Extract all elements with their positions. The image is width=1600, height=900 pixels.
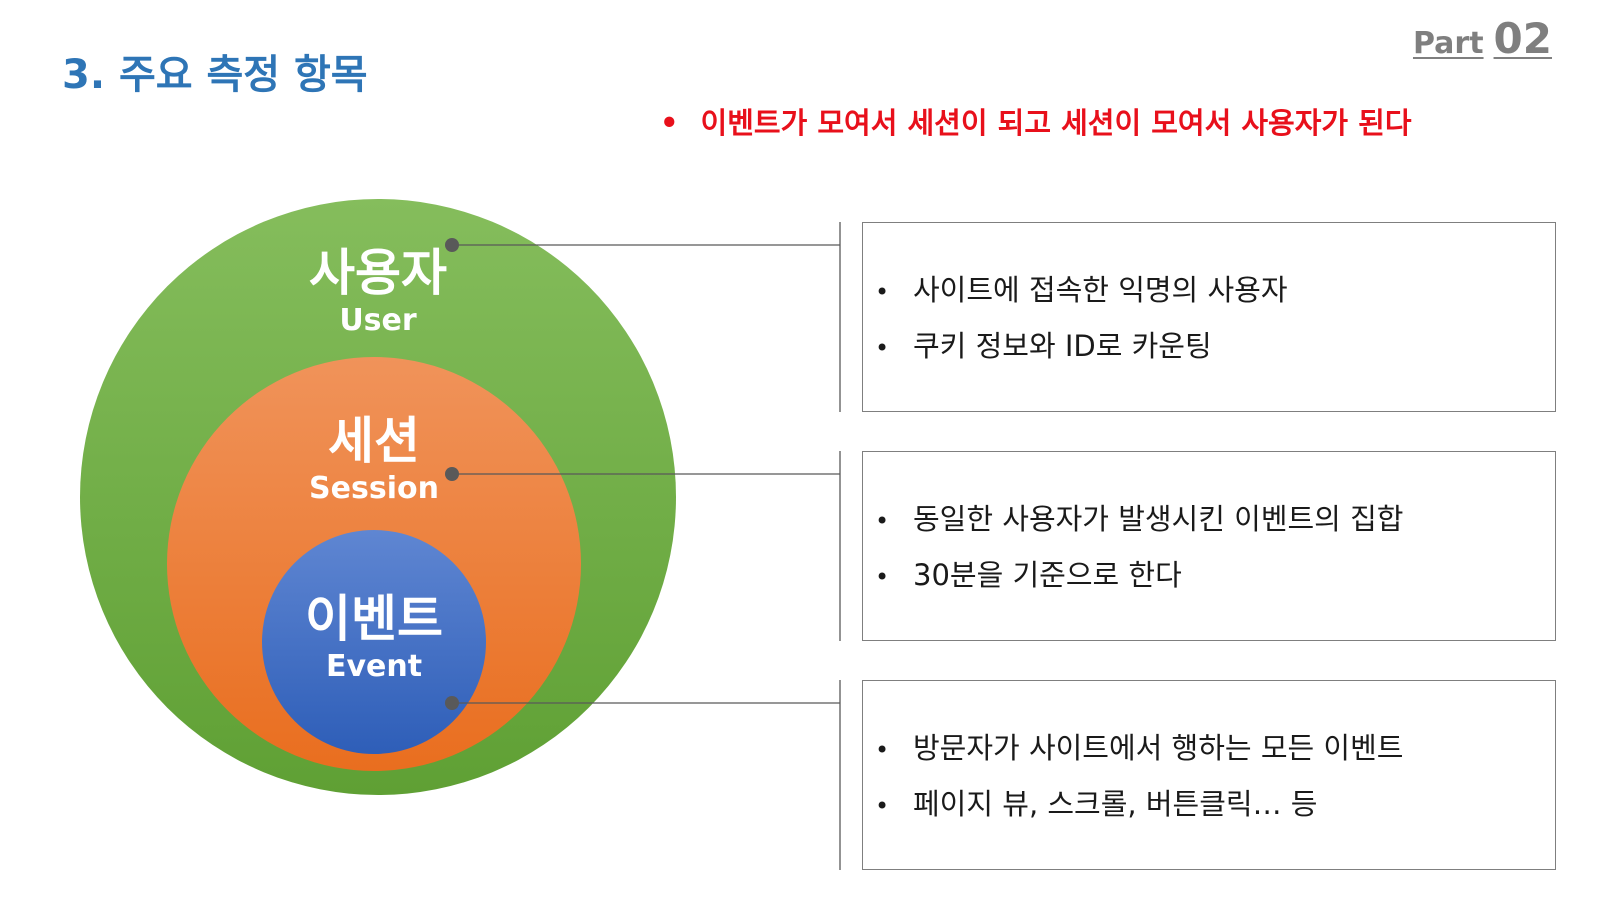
bullet-icon: • — [875, 736, 890, 764]
user-circle-label: 사용자 User — [309, 244, 447, 340]
user-label-en: User — [339, 303, 417, 338]
part-label: Part 02 — [1413, 14, 1552, 63]
user-label-ko: 사용자 — [309, 244, 447, 302]
session-label-ko: 세션 — [327, 412, 420, 470]
event-label-en: Event — [325, 649, 423, 684]
event-circle — [262, 530, 486, 754]
session-connector-dot — [445, 467, 459, 481]
key-message-text: 이벤트가 모여서 세션이 되고 세션이 모여서 사용자가 된다 — [700, 106, 1412, 140]
bullet-icon: • — [875, 334, 890, 362]
user-connector-dot — [445, 238, 459, 252]
list-item: •페이지 뷰, 스크롤, 버튼클릭… 등 — [875, 777, 1555, 833]
bullet-icon: • — [875, 507, 890, 535]
event-circle-label: 이벤트 Event — [305, 590, 443, 686]
bullet-icon: • — [875, 792, 890, 820]
part-word: Part — [1412, 26, 1484, 61]
session-circle-label: 세션 Session — [309, 412, 439, 508]
slide-title: 3. 주요 측정 항목 — [62, 52, 368, 98]
user-description-box: •사이트에 접속한 익명의 사용자 •쿠키 정보와 ID로 카운팅 — [862, 222, 1556, 412]
list-item: •방문자가 사이트에서 행하는 모든 이벤트 — [875, 721, 1555, 777]
bullet-icon: • — [875, 278, 890, 306]
part-number: 02 — [1493, 14, 1552, 63]
key-message-bullet: • — [660, 106, 679, 140]
session-label-en: Session — [309, 471, 439, 506]
event-description-box: •방문자가 사이트에서 행하는 모든 이벤트 •페이지 뷰, 스크롤, 버튼클릭… — [862, 680, 1556, 870]
list-item: •30분을 기준으로 한다 — [875, 548, 1555, 604]
bullet-icon: • — [875, 563, 890, 591]
event-label-ko: 이벤트 — [305, 590, 443, 648]
session-description-box: •동일한 사용자가 발생시킨 이벤트의 집합 •30분을 기준으로 한다 — [862, 451, 1556, 641]
event-connector-dot — [445, 696, 459, 710]
list-item: •사이트에 접속한 익명의 사용자 — [875, 263, 1555, 319]
list-item: •동일한 사용자가 발생시킨 이벤트의 집합 — [875, 492, 1555, 548]
list-item: •쿠키 정보와 ID로 카운팅 — [875, 319, 1555, 375]
key-message: • 이벤트가 모여서 세션이 되고 세션이 모여서 사용자가 된다 — [660, 100, 1412, 142]
